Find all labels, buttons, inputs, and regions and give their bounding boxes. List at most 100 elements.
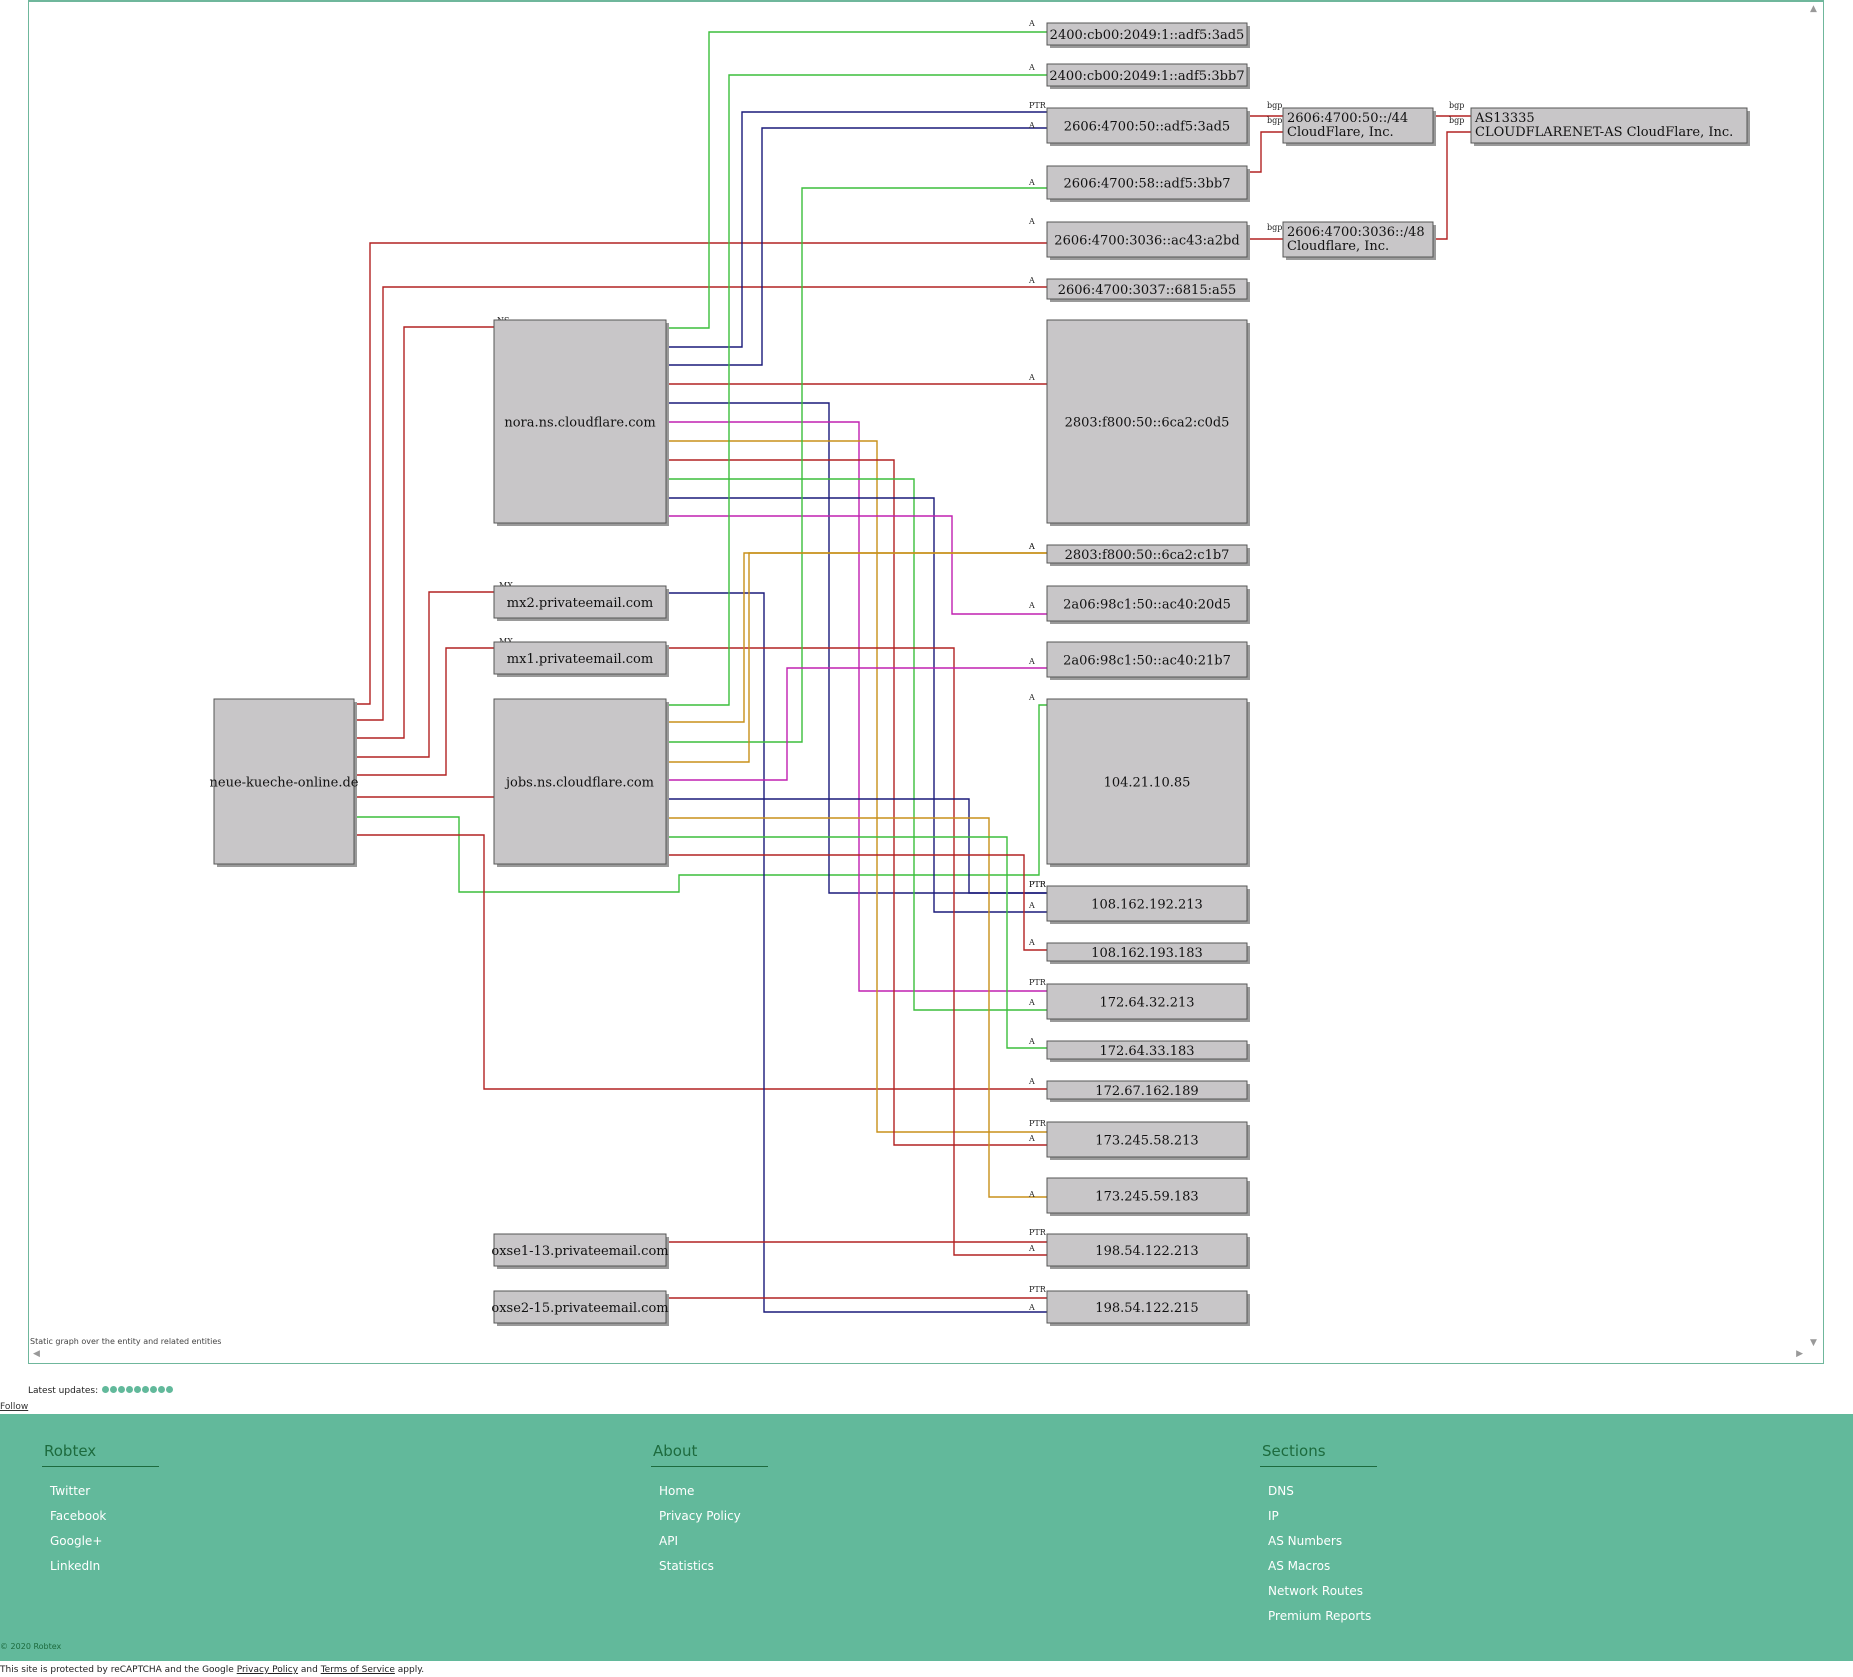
graph-node <box>1470 107 1748 144</box>
node-label: 173.245.59.183 <box>1095 1190 1198 1205</box>
node-label: 2606:4700:3037::6815:a55 <box>1058 283 1237 298</box>
node-label: 2a06:98c1:50::ac40:20d5 <box>1063 598 1231 613</box>
update-dot[interactable] <box>118 1386 126 1393</box>
footer-link-statistics[interactable]: Statistics <box>659 1559 714 1573</box>
node-label: 198.54.122.215 <box>1095 1301 1198 1316</box>
graph-edge <box>666 836 1047 1049</box>
graph-node <box>1282 221 1434 258</box>
node-label: 172.67.162.189 <box>1095 1084 1198 1099</box>
node-label: 172.64.32.213 <box>1099 996 1194 1011</box>
footer-link-dns[interactable]: DNS <box>1268 1484 1294 1498</box>
edge-label: PTR <box>1029 978 1047 987</box>
recaptcha-and: and <box>300 1665 318 1675</box>
scroll-left-icon[interactable]: ◀ <box>33 1349 40 1359</box>
edge-label: A <box>1028 178 1035 187</box>
terms-link[interactable]: Terms of Service <box>320 1665 395 1675</box>
node-label: 2606:4700:3036::/48 <box>1287 225 1425 240</box>
graph-edge <box>355 242 1047 705</box>
update-dot[interactable] <box>126 1386 134 1393</box>
graph-edge <box>666 817 1047 1198</box>
edge-label: PTR <box>1029 1119 1047 1128</box>
footer-link-privacy[interactable]: Privacy Policy <box>659 1509 741 1523</box>
footer-heading: About <box>651 1442 768 1467</box>
footer-link-ip[interactable]: IP <box>1268 1509 1279 1523</box>
graph-node <box>1046 544 1248 564</box>
graph-edge <box>355 647 494 776</box>
node-label: mx2.privateemail.com <box>507 596 653 611</box>
footer-column-about: About Home Privacy Policy API Statistics <box>651 1442 951 1584</box>
footer-link-twitter[interactable]: Twitter <box>50 1484 91 1498</box>
graph-node <box>1046 22 1248 46</box>
node-label: 2606:4700:50::adf5:3ad5 <box>1064 120 1230 135</box>
graph-edge <box>666 552 1047 723</box>
horizontal-scrollbar[interactable]: ◀ ▶ <box>29 1347 1807 1363</box>
node-label: 2803:f800:50::6ca2:c1b7 <box>1065 548 1230 563</box>
graph-node <box>1046 1177 1248 1214</box>
graph-edge <box>666 592 1047 1313</box>
graph-node <box>1046 1040 1248 1060</box>
copyright: © 2020 Robtex <box>0 1642 62 1651</box>
graph-node <box>1046 1290 1248 1324</box>
footer-link-googleplus[interactable]: Google+ <box>50 1534 103 1548</box>
edge-label: bgp <box>1267 223 1282 232</box>
node-label: 2a06:98c1:50::ac40:21b7 <box>1063 654 1231 669</box>
update-dot[interactable] <box>142 1386 150 1393</box>
edge-label: A <box>1028 657 1035 666</box>
edge-label: A <box>1028 63 1035 72</box>
graph-node <box>1046 165 1248 200</box>
footer-link-network-routes[interactable]: Network Routes <box>1268 1584 1364 1598</box>
edge-label: A <box>1028 19 1035 28</box>
footer-link-as-macros[interactable]: AS Macros <box>1268 1559 1331 1573</box>
edge-label: PTR <box>1029 101 1047 110</box>
edge-label: A <box>1028 601 1035 610</box>
update-dot[interactable] <box>110 1386 118 1393</box>
privacy-policy-link[interactable]: Privacy Policy <box>236 1665 299 1675</box>
node-label: jobs.ns.cloudflare.com <box>504 776 654 791</box>
follow-link[interactable]: Follow <box>0 1402 29 1412</box>
relationship-graph: AANSMXMXNSAAAPTRAAPTRPTRPTRAAAAAAAAAAAPT… <box>210 19 1750 1326</box>
graph-caption: Static graph over the entity and related… <box>30 1337 222 1346</box>
graph-edge <box>666 515 1047 615</box>
scroll-up-icon[interactable]: ▲ <box>1810 4 1817 14</box>
graph-edge <box>666 854 1047 951</box>
footer: Robtex Twitter Facebook Google+ LinkedIn… <box>0 1414 1853 1661</box>
vertical-scrollbar[interactable]: ▲ ▼ <box>1807 2 1823 1350</box>
graph-node <box>1046 641 1248 678</box>
latest-updates-label: Latest updates: <box>28 1386 99 1396</box>
scroll-right-icon[interactable]: ▶ <box>1796 1349 1803 1359</box>
graph-edge <box>666 421 1047 992</box>
update-dot[interactable] <box>134 1386 142 1393</box>
footer-link-api[interactable]: API <box>659 1534 678 1548</box>
graph-edge <box>666 74 1047 706</box>
node-label: 2400:cb00:2049:1::adf5:3ad5 <box>1050 28 1245 43</box>
scroll-down-icon[interactable]: ▼ <box>1810 1338 1817 1348</box>
edge-label: A <box>1028 693 1035 702</box>
graph-node <box>1282 107 1434 144</box>
node-label: 2400:cb00:2049:1::adf5:3bb7 <box>1049 69 1244 84</box>
footer-link-as-numbers[interactable]: AS Numbers <box>1268 1534 1343 1548</box>
edge-label: A <box>1028 938 1035 947</box>
node-label: oxse1-13.privateemail.com <box>491 1244 668 1259</box>
footer-link-linkedin[interactable]: LinkedIn <box>50 1559 101 1573</box>
node-label: CLOUDFLARENET-AS CloudFlare, Inc. <box>1475 125 1733 140</box>
edge-label: bgp <box>1267 101 1282 110</box>
graph-node <box>1046 1080 1248 1100</box>
footer-heading: Sections <box>1260 1442 1377 1467</box>
update-dot[interactable] <box>158 1386 166 1393</box>
edge-label: bgp <box>1449 116 1464 125</box>
update-dot[interactable] <box>150 1386 158 1393</box>
node-label: 172.64.33.183 <box>1099 1044 1194 1059</box>
recaptcha-notice: This site is protected by reCAPTCHA and … <box>0 1665 424 1675</box>
update-dot[interactable] <box>102 1386 110 1393</box>
footer-link-home[interactable]: Home <box>659 1484 695 1498</box>
edge-label: A <box>1028 1244 1035 1253</box>
graph-node <box>493 585 667 619</box>
graph-edge <box>355 704 1047 893</box>
graph-edge <box>666 497 1047 913</box>
footer-link-premium-reports[interactable]: Premium Reports <box>1268 1609 1372 1623</box>
graph-edge <box>666 459 1047 1146</box>
graph-edge <box>666 31 1047 329</box>
footer-link-facebook[interactable]: Facebook <box>50 1509 107 1523</box>
update-dot[interactable] <box>166 1386 174 1393</box>
update-dots <box>102 1386 174 1396</box>
